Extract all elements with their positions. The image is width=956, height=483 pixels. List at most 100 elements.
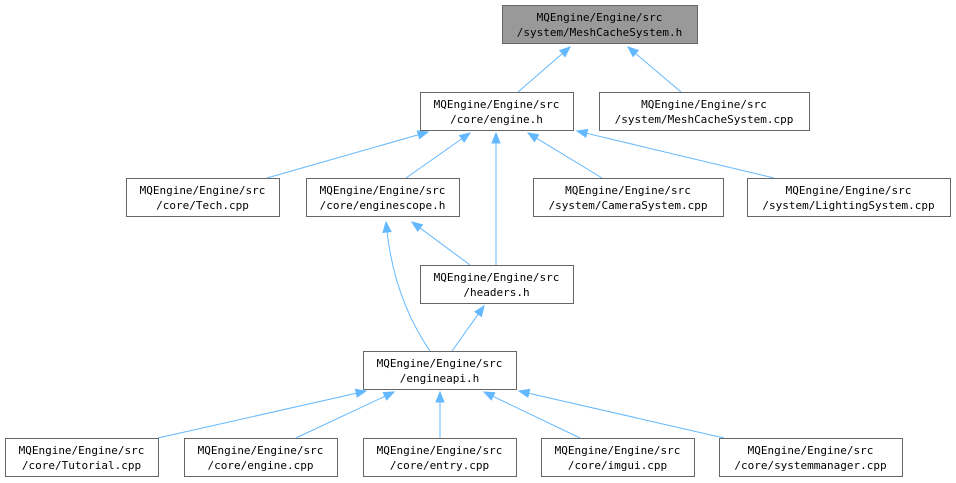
arrowhead [626, 46, 640, 58]
node-label-line2: /core/engine.h [450, 113, 543, 126]
node-box [541, 438, 695, 477]
node-label-line1: MQEngine/Engine/src [786, 184, 912, 197]
arrowhead [382, 391, 396, 401]
edge-sysmgr_cpp-to-engineapi_h [517, 388, 725, 439]
node-label-line2: /system/CameraSystem.cpp [549, 199, 708, 212]
node-label-line2: /core/imgui.cpp [568, 459, 667, 472]
arrowhead [435, 390, 445, 403]
arrowhead [482, 391, 496, 401]
node-label-line1: MQEngine/Engine/src [198, 444, 324, 457]
node-label-line2: /core/enginescope.h [320, 199, 446, 212]
edge-line [492, 395, 581, 439]
edge-line [586, 132, 775, 179]
edge-line [451, 313, 479, 352]
edge-engine_cpp-to-engineapi_h [295, 391, 396, 439]
node-meshcache_h[interactable]: MQEngine/Engine/src/system/MeshCacheSyst… [502, 5, 698, 44]
arrowhead [575, 128, 589, 139]
node-label-line1: MQEngine/Engine/src [377, 357, 503, 370]
arrowhead [474, 304, 485, 318]
node-box [599, 92, 810, 131]
node-label-line2: /core/entry.cpp [390, 459, 489, 472]
node-imgui_cpp[interactable]: MQEngine/Engine/src/core/imgui.cpp [541, 438, 695, 477]
edge-enginescope_h-to-engine_h [405, 132, 472, 179]
node-box [306, 178, 460, 217]
node-label-line1: MQEngine/Engine/src [320, 184, 446, 197]
edge-line [517, 53, 563, 93]
node-label-line2: /system/LightingSystem.cpp [762, 199, 934, 212]
node-label-line1: MQEngine/Engine/src [434, 98, 560, 111]
node-label-line1: MQEngine/Engine/src [140, 184, 266, 197]
node-box [502, 5, 698, 44]
edge-lighting_cpp-to-engine_h [575, 128, 775, 179]
node-box [5, 438, 159, 477]
edge-imgui_cpp-to-engineapi_h [482, 391, 581, 439]
edge-meshcache_cpp-to-meshcache_h [626, 46, 682, 93]
node-engine_cpp[interactable]: MQEngine/Engine/src/core/engine.cpp [184, 438, 338, 477]
node-label-line1: MQEngine/Engine/src [377, 444, 503, 457]
edge-headers_h-to-enginescope_h [410, 221, 471, 266]
node-box [420, 265, 574, 304]
node-label-line2: /core/engine.cpp [208, 459, 314, 472]
node-box [126, 178, 280, 217]
node-label-line1: MQEngine/Engine/src [748, 444, 874, 457]
edge-line [295, 395, 386, 439]
edge-engineapi_h-to-headers_h [451, 304, 485, 352]
node-label-line1: MQEngine/Engine/src [555, 444, 681, 457]
node-label-line1: MQEngine/Engine/src [641, 98, 767, 111]
edge-line [536, 137, 603, 179]
node-sysmgr_cpp[interactable]: MQEngine/Engine/src/core/systemmanager.c… [719, 438, 903, 477]
node-label-line2: /headers.h [463, 286, 529, 299]
nodes-layer: MQEngine/Engine/src/system/MeshCacheSyst… [5, 5, 951, 477]
edges-layer [157, 46, 775, 439]
edge-line [635, 53, 682, 93]
node-tutorial_cpp[interactable]: MQEngine/Engine/src/core/Tutorial.cpp [5, 438, 159, 477]
node-box [420, 92, 574, 131]
node-meshcache_cpp[interactable]: MQEngine/Engine/src/system/MeshCacheSyst… [599, 92, 810, 131]
node-lighting_cpp[interactable]: MQEngine/Engine/src/system/LightingSyste… [747, 178, 951, 217]
arrowhead [410, 221, 424, 233]
node-box [719, 438, 903, 477]
node-camera_cpp[interactable]: MQEngine/Engine/src/system/CameraSystem.… [533, 178, 724, 217]
edge-line [157, 392, 357, 439]
edge-tutorial_cpp-to-engineapi_h [157, 388, 368, 439]
arrowhead [416, 130, 430, 140]
node-box [363, 351, 517, 390]
edge-headers_h-to-engine_h [491, 131, 501, 265]
edge-line [419, 227, 471, 266]
node-label-line2: /core/Tech.cpp [156, 199, 249, 212]
arrowhead [517, 388, 531, 398]
arrowhead [526, 132, 540, 143]
node-label-line1: MQEngine/Engine/src [565, 184, 691, 197]
edge-camera_cpp-to-engine_h [526, 132, 603, 179]
edge-line [266, 134, 419, 179]
node-box [363, 438, 517, 477]
node-headers_h[interactable]: MQEngine/Engine/src/headers.h [420, 265, 574, 304]
node-entry_cpp[interactable]: MQEngine/Engine/src/core/entry.cpp [363, 438, 517, 477]
node-enginescope_h[interactable]: MQEngine/Engine/src/core/enginescope.h [306, 178, 460, 217]
node-engineapi_h[interactable]: MQEngine/Engine/src/engineapi.h [363, 351, 517, 390]
node-label-line2: /engineapi.h [400, 372, 479, 385]
arrowhead [458, 132, 472, 143]
edge-line [405, 138, 463, 179]
node-label-line2: /system/MeshCacheSystem.h [517, 26, 683, 39]
node-label-line1: MQEngine/Engine/src [19, 444, 145, 457]
edge-line [528, 392, 725, 439]
node-label-line2: /system/MeshCacheSystem.cpp [615, 113, 794, 126]
node-label-line1: MQEngine/Engine/src [434, 271, 560, 284]
node-engine_h[interactable]: MQEngine/Engine/src/core/engine.h [420, 92, 574, 131]
node-label-line2: /core/systemmanager.cpp [734, 459, 886, 472]
node-box [184, 438, 338, 477]
arrowhead [382, 220, 392, 233]
arrowhead [491, 131, 501, 144]
edge-engine_h-to-meshcache_h [517, 46, 572, 93]
node-label-line2: /core/Tutorial.cpp [22, 459, 141, 472]
edge-entry_cpp-to-engineapi_h [435, 390, 445, 438]
arrowhead [558, 46, 572, 58]
node-box [533, 178, 724, 217]
node-tech_cpp[interactable]: MQEngine/Engine/src/core/Tech.cpp [126, 178, 280, 217]
edge-tech_cpp-to-engine_h [266, 130, 430, 179]
edge-line [386, 231, 431, 352]
node-box [747, 178, 951, 217]
node-label-line1: MQEngine/Engine/src [537, 11, 663, 24]
